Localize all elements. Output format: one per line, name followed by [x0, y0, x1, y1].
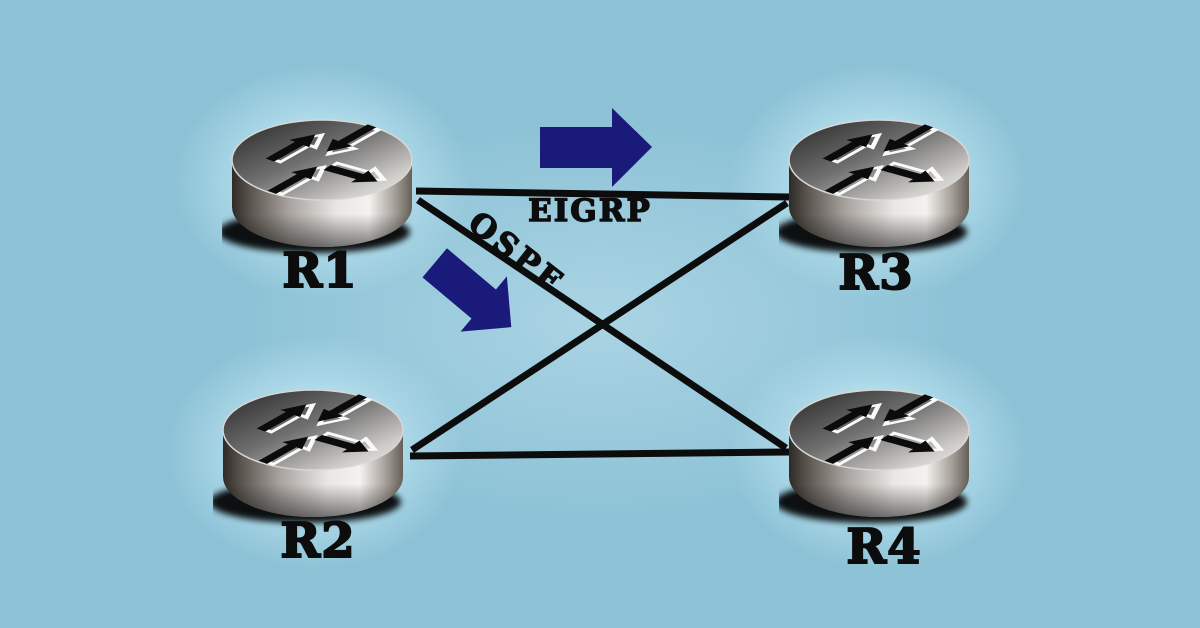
- link-r2-r3: [410, 200, 789, 453]
- link-r1-r3: [415, 187, 790, 201]
- link-r2-r4: [409, 448, 791, 460]
- router-label-r3: R3: [837, 245, 914, 301]
- router-label-r2: R2: [279, 513, 356, 569]
- ospf-down-right-arrow-icon: [422, 248, 512, 332]
- router-label-r4: R4: [845, 519, 922, 575]
- router-label-r1: R1: [281, 243, 358, 299]
- eigrp-right-arrow-icon: [540, 108, 652, 187]
- eigrp-label: EIGRP: [527, 193, 652, 229]
